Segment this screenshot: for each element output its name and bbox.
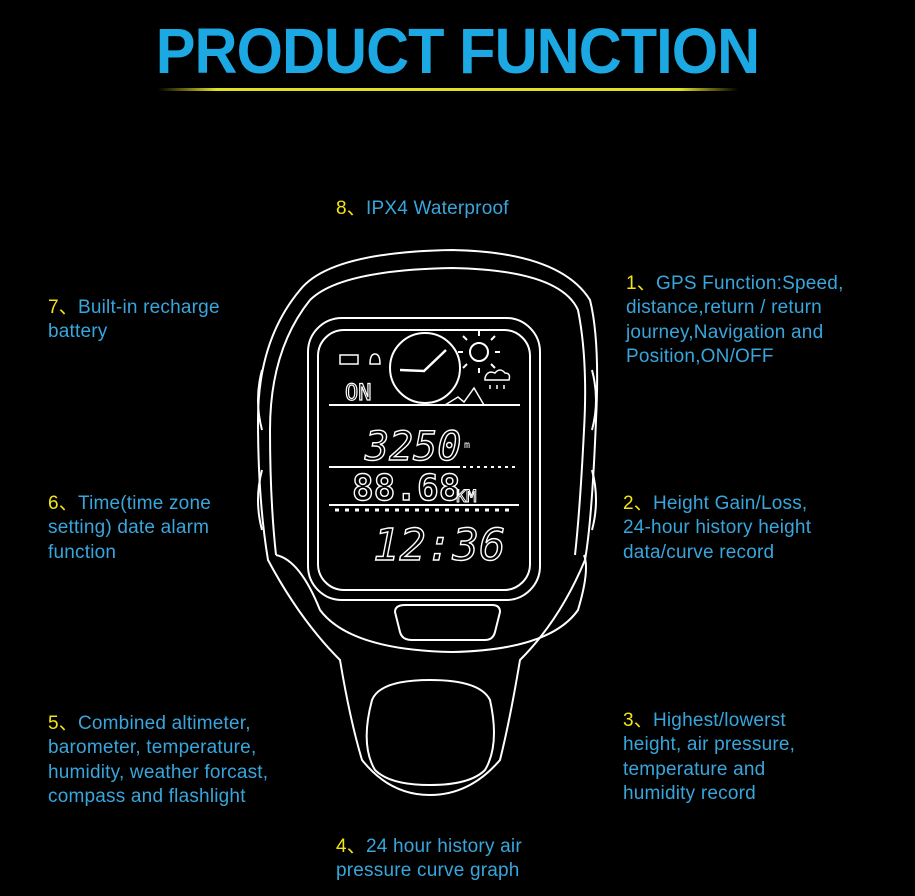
altitude-unit: m [464,440,470,451]
feature-1: 1、GPS Function:Speed,distance,return / r… [626,273,844,367]
page-title: PRODUCT FUNCTION [155,15,760,87]
sun-icon [469,342,489,362]
altitude-readout: 3250 [364,424,461,470]
compass-icon [389,332,461,404]
time-readout: 12:36 [373,520,505,571]
feature-5: 5、Combined altimeter,barometer, temperat… [48,713,269,807]
cloud-icon [484,369,511,381]
alarm-bell-icon [369,353,381,365]
device-screen [317,329,531,591]
title-underline [158,88,738,91]
height-graph-icon [444,386,485,406]
distance-readout: 88.68 [352,468,460,509]
battery-icon [339,354,359,365]
gps-status-readout: ON [345,381,372,406]
feature-2: 2、Height Gain/Loss,24-hour history heigh… [623,493,812,563]
feature-8: 8、IPX4 Waterproof [336,198,509,219]
flashlight-button [393,604,502,641]
distance-unit: KM [456,487,476,507]
device-body [256,248,599,797]
